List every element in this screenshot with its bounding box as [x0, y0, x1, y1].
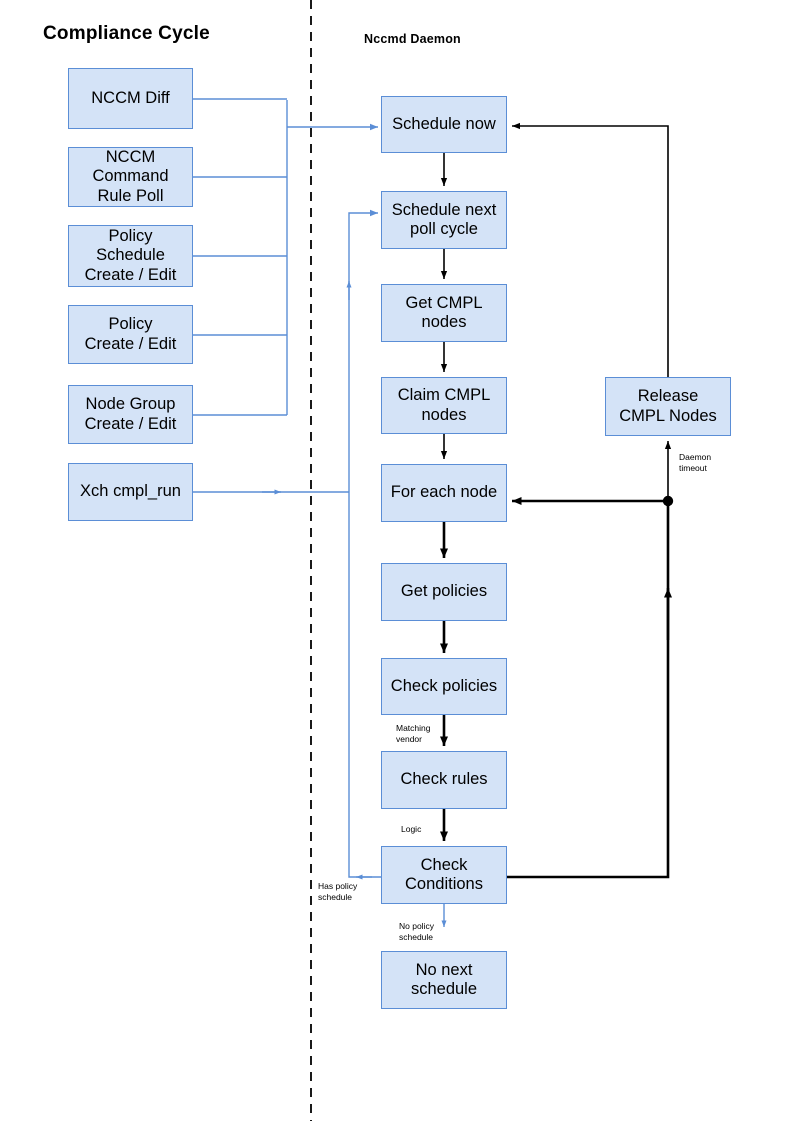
edge-check-conditions-loop-right — [507, 505, 670, 879]
node-check-policies[interactable]: Check policies — [381, 658, 507, 715]
node-for-each-node-label: For each node — [390, 483, 498, 502]
lane-title-nccmd-daemon: Nccmd Daemon — [364, 32, 461, 46]
node-get-policies-label: Get policies — [400, 582, 488, 601]
node-check-rules[interactable]: Check rules — [381, 751, 507, 809]
node-nccm-diff-label: NCCM Diff — [91, 88, 170, 107]
node-for-each-node[interactable]: For each node — [381, 464, 507, 522]
edge-has-policy-schedule — [348, 209, 381, 878]
node-check-rules-label: Check rules — [400, 770, 488, 789]
node-check-policies-label: Check policies — [390, 676, 498, 695]
lane-title-compliance-cycle: Compliance Cycle — [43, 23, 210, 44]
edge-label-logic: Logic — [401, 824, 422, 834]
node-schedule-now-label: Schedule now — [392, 114, 496, 133]
node-xch-cmpl-run-label: Xch cmpl_run — [80, 482, 181, 501]
node-schedule-now[interactable]: Schedule now — [381, 96, 507, 153]
node-nccm-diff[interactable]: NCCM Diff — [68, 68, 193, 129]
edge-release-to-schedule-now — [512, 122, 669, 377]
node-xch-cmpl-run[interactable]: Xch cmpl_run — [68, 463, 193, 521]
node-get-policies[interactable]: Get policies — [381, 563, 507, 621]
